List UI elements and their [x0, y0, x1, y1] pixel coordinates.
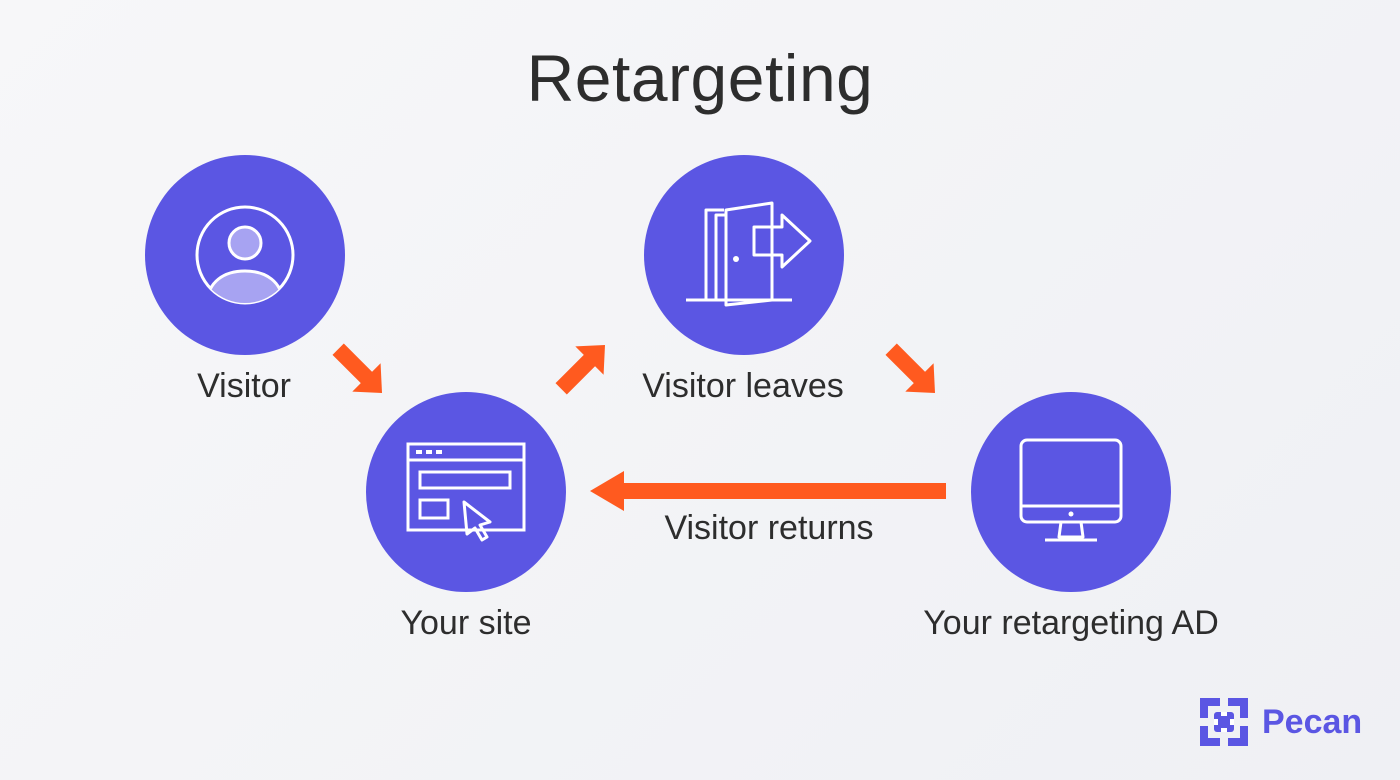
- brand-logo: Pecan: [1198, 696, 1362, 748]
- arrow-visitor-to-site: [332, 343, 382, 393]
- node-label-visitor: Visitor: [197, 367, 291, 405]
- node-label-your-site: Your site: [400, 604, 532, 642]
- user-icon: [195, 205, 295, 305]
- browser-cursor-icon: [406, 442, 526, 542]
- pecan-logo-icon: [1200, 698, 1248, 746]
- node-visitor: [145, 155, 345, 355]
- node-label-visitor-leaves: Visitor leaves: [642, 367, 844, 405]
- monitor-icon: [1019, 438, 1123, 542]
- diagram-title: Retargeting: [526, 41, 874, 115]
- node-your-site: [366, 392, 566, 592]
- node-visitor-leaves: [644, 155, 844, 355]
- brand-name: Pecan: [1262, 702, 1363, 741]
- arrow-ad-to-site: [590, 471, 946, 511]
- exit-door-icon: [686, 201, 812, 307]
- edge-label-visitor-returns: Visitor returns: [664, 509, 874, 547]
- arrow-site-to-leaves: [555, 345, 605, 395]
- arrow-leaves-to-ad: [885, 343, 935, 393]
- node-label-retargeting-ad: Your retargeting AD: [923, 604, 1219, 642]
- node-retargeting-ad: [971, 392, 1171, 592]
